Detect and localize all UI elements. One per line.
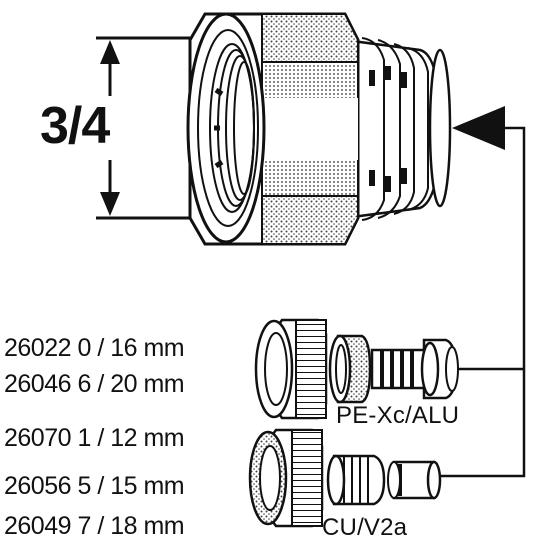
article-code-26049: 26049 7 / 18 mm: [4, 512, 185, 540]
fitting-set-cu-v2a: [248, 428, 442, 528]
thread-size-label: 3/4: [40, 97, 110, 155]
threaded-nipple: [343, 37, 452, 221]
insertion-arrow: [452, 106, 505, 150]
material-label-cu-v2a: CU/V2a: [322, 514, 408, 541]
connector-lines: [440, 126, 526, 478]
article-code-26056: 26056 5 / 15 mm: [4, 472, 185, 500]
fitting-set-pexc-alu: [254, 318, 459, 420]
article-code-26022: 26022 0 / 16 mm: [4, 334, 185, 362]
article-code-26070: 26070 1 / 12 mm: [4, 424, 185, 452]
hex-nut: [186, 12, 360, 246]
article-code-26046: 26046 6 / 20 mm: [4, 370, 185, 398]
material-label-pexc-alu: PE-Xc/ALU: [336, 402, 460, 429]
dimension-marker: [96, 36, 190, 220]
